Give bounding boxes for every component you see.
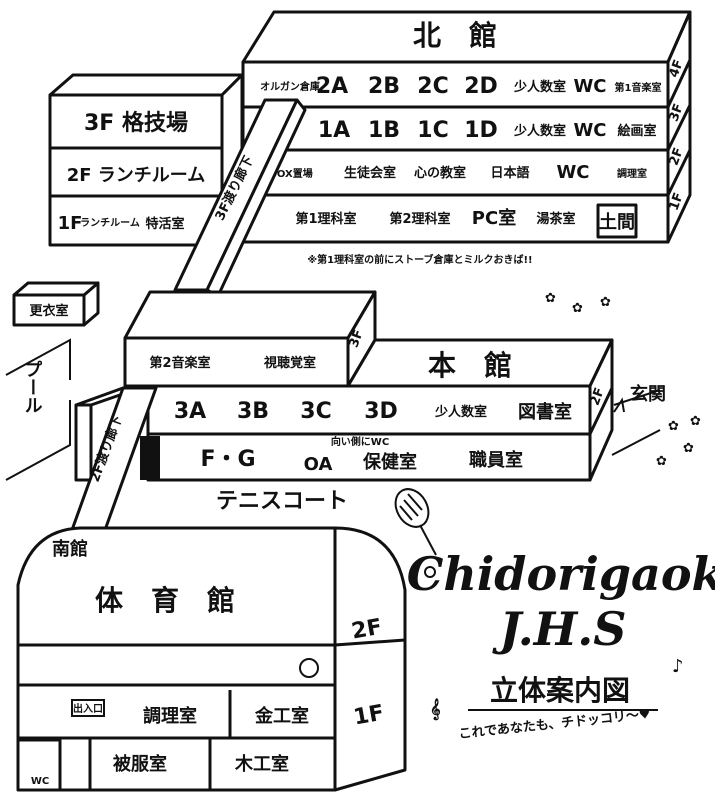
room-pc: PC室	[472, 207, 516, 229]
room-wc-north-3f: WC	[573, 76, 606, 97]
room-tea: 湯茶室	[536, 211, 575, 227]
room-doma: 土間	[599, 212, 635, 233]
room-wc-north-1f: WC	[556, 162, 589, 183]
room-japanese: 日本語	[490, 165, 529, 181]
room-1c: 1C	[417, 118, 448, 143]
room-metalwork: 金工室	[254, 705, 309, 727]
south-exit: 出入口	[73, 702, 103, 715]
room-1d: 1D	[464, 118, 498, 143]
room-cooking-north: 調理室	[617, 167, 647, 180]
room-3a: 3A	[174, 399, 206, 424]
room-3c: 3C	[300, 399, 331, 424]
room-student-council: 生徒会室	[344, 165, 396, 181]
flower-icon: ✿ ✿ ✿ ✿ ✿ ✿ ✿	[545, 291, 701, 469]
room-art: 絵画室	[617, 123, 656, 139]
room-2a: 2A	[316, 74, 348, 99]
north-floor-3f: 3F	[667, 102, 687, 124]
changing-room: 更衣室	[12, 281, 100, 327]
svg-text:✿: ✿	[545, 291, 556, 306]
svg-text:✿: ✿	[683, 441, 694, 456]
north-building: 北 館 4F 3F 2F 1F オルガン倉庫 2A 2B 2C 2D 少人数室 …	[239, 10, 692, 266]
svg-text:✿: ✿	[656, 454, 667, 469]
south-floor-2f: 2F	[350, 615, 384, 645]
clock-icon	[299, 658, 319, 678]
main-floor-3f: 3F	[347, 328, 367, 350]
room-2b: 2B	[368, 74, 400, 99]
room-wc-south: WC	[31, 776, 49, 787]
room-2d: 2D	[464, 74, 498, 99]
room-library: 図書室	[518, 401, 572, 423]
wc-note: 向い側にWC	[331, 435, 389, 448]
room-3d: 3D	[364, 399, 398, 424]
budo-2f-label: 2F ランチルーム	[67, 165, 206, 186]
budo-1f-tokkatsu: 特活室	[145, 216, 184, 232]
room-woodwork: 木工室	[234, 753, 289, 775]
room-staff: 職員室	[469, 449, 523, 471]
room-science-1: 第1理科室	[295, 211, 356, 227]
school-name: Chidorigaoka	[407, 547, 715, 601]
room-music-2: 第2音楽室	[149, 355, 210, 371]
south-building: 南館 体 育 館 2F 1F 出入口 調理室 金工室 被服室 木工室 WC	[16, 526, 407, 792]
room-music-1: 第1音楽室	[615, 81, 662, 94]
pool-label: プール	[22, 360, 43, 414]
music-note-icon: 𝄞	[430, 699, 441, 721]
north-floor-1f: 1F	[667, 191, 687, 213]
changing-room-label: 更衣室	[29, 303, 68, 319]
south-building-name: 南館	[52, 538, 88, 560]
room-sewing: 被服室	[113, 753, 167, 775]
slogan: これであなたも、チドッコリ〜♥	[458, 707, 651, 742]
room-wc-north-2f: WC	[573, 120, 606, 141]
svg-text:✿: ✿	[572, 301, 583, 316]
budo-3f-label: 3F 格技場	[84, 110, 188, 136]
tennis-court-label: テニスコート	[216, 489, 348, 514]
north-floor-4f: 4F	[667, 58, 687, 80]
north-floor-2f: 2F	[667, 146, 687, 168]
main-building-name: 本 館	[428, 349, 512, 382]
title-block: Chidorigaoka J.H.S 立体案内図 これであなたも、チドッコリ〜♥…	[407, 547, 715, 742]
main-floor-2f: 2F	[588, 386, 608, 408]
room-3b: 3B	[237, 399, 269, 424]
tennis-racket-icon	[394, 488, 437, 578]
room-science-2: 第2理科室	[389, 211, 450, 227]
entrance-label: 玄関	[630, 383, 666, 405]
room-1a: 1A	[318, 118, 350, 143]
svg-text:✿: ✿	[600, 295, 611, 310]
room-small-group-3f: 少人数室	[513, 79, 566, 95]
eighth-note-icon: ♪	[672, 656, 684, 677]
room-cooking-south: 調理室	[143, 705, 197, 727]
budo-1f-lunchroom: ランチルーム	[80, 217, 140, 229]
room-heart: 心の教室	[414, 165, 466, 181]
gym-label: 体 育 館	[95, 584, 235, 617]
room-health: 保健室	[362, 451, 417, 473]
room-1b: 1B	[368, 118, 400, 143]
main-building: 3F 第2音楽室 視聴覚室 本 館 2F 3A 3B 3C 3D 少人数室 図書…	[123, 290, 614, 482]
room-fg: F・G	[200, 447, 255, 472]
budo-1f-label: 1F	[58, 213, 83, 234]
school-abbr: J.H.S	[492, 602, 627, 656]
entrance: 玄関	[611, 383, 666, 456]
room-small-group-main: 少人数室	[434, 404, 487, 420]
svg-text:✿: ✿	[690, 414, 701, 429]
south-floor-1f: 1F	[352, 701, 386, 731]
map-title: 立体案内図	[490, 674, 630, 707]
svg-text:✿: ✿	[668, 419, 679, 434]
room-av: 視聴覚室	[263, 355, 316, 371]
room-oa: OA	[304, 454, 333, 475]
room-small-group-2f: 少人数室	[513, 123, 566, 139]
north-building-name: 北 館	[413, 19, 497, 52]
north-building-note: ※第1理科室の前にストーブ倉庫とミルクおきば!!	[307, 253, 532, 266]
room-organ-storage: オルガン倉庫	[260, 80, 320, 93]
room-2c: 2C	[417, 74, 448, 99]
